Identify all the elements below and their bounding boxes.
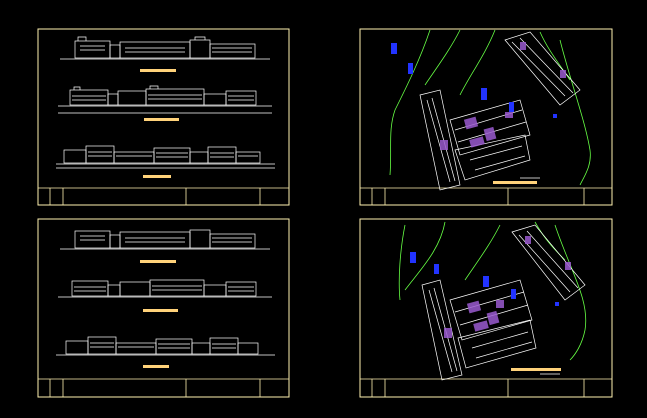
sheet-site-plan-top (359, 28, 613, 206)
building-plan (421, 224, 586, 381)
title-block (38, 187, 289, 205)
violet-fill-areas (440, 42, 566, 150)
contour-lines (398, 221, 587, 361)
blue-markers (410, 252, 559, 306)
sheet-elevations-bottom (37, 218, 290, 398)
sheet-frame (37, 28, 290, 206)
building-plan (419, 31, 581, 191)
title-block (38, 378, 289, 397)
sheet-site-plan-bottom (359, 218, 613, 398)
elevation-drawing (56, 336, 275, 356)
title-label-bar (140, 69, 176, 72)
elevation-drawing (58, 85, 272, 114)
sheet-frame (359, 218, 613, 398)
elevation-drawing (60, 36, 270, 60)
title-label-bar (143, 365, 169, 368)
title-label-bar (143, 175, 171, 178)
sheet-frame (37, 218, 290, 398)
title-label-bar (143, 309, 178, 312)
title-block (360, 378, 612, 397)
title-label-bar (493, 181, 537, 184)
sheet-frame (359, 28, 613, 206)
violet-fill-areas (444, 236, 571, 338)
title-block (360, 187, 612, 205)
contour-lines (389, 29, 591, 186)
elevation-drawing (60, 229, 270, 250)
title-label-bar (511, 368, 561, 371)
elevation-drawing (58, 279, 272, 298)
elevation-drawing (56, 145, 275, 169)
title-label-bar (144, 118, 179, 121)
sheet-elevations-top (37, 28, 290, 206)
blue-markers (391, 43, 557, 118)
title-label-bar (140, 260, 176, 263)
